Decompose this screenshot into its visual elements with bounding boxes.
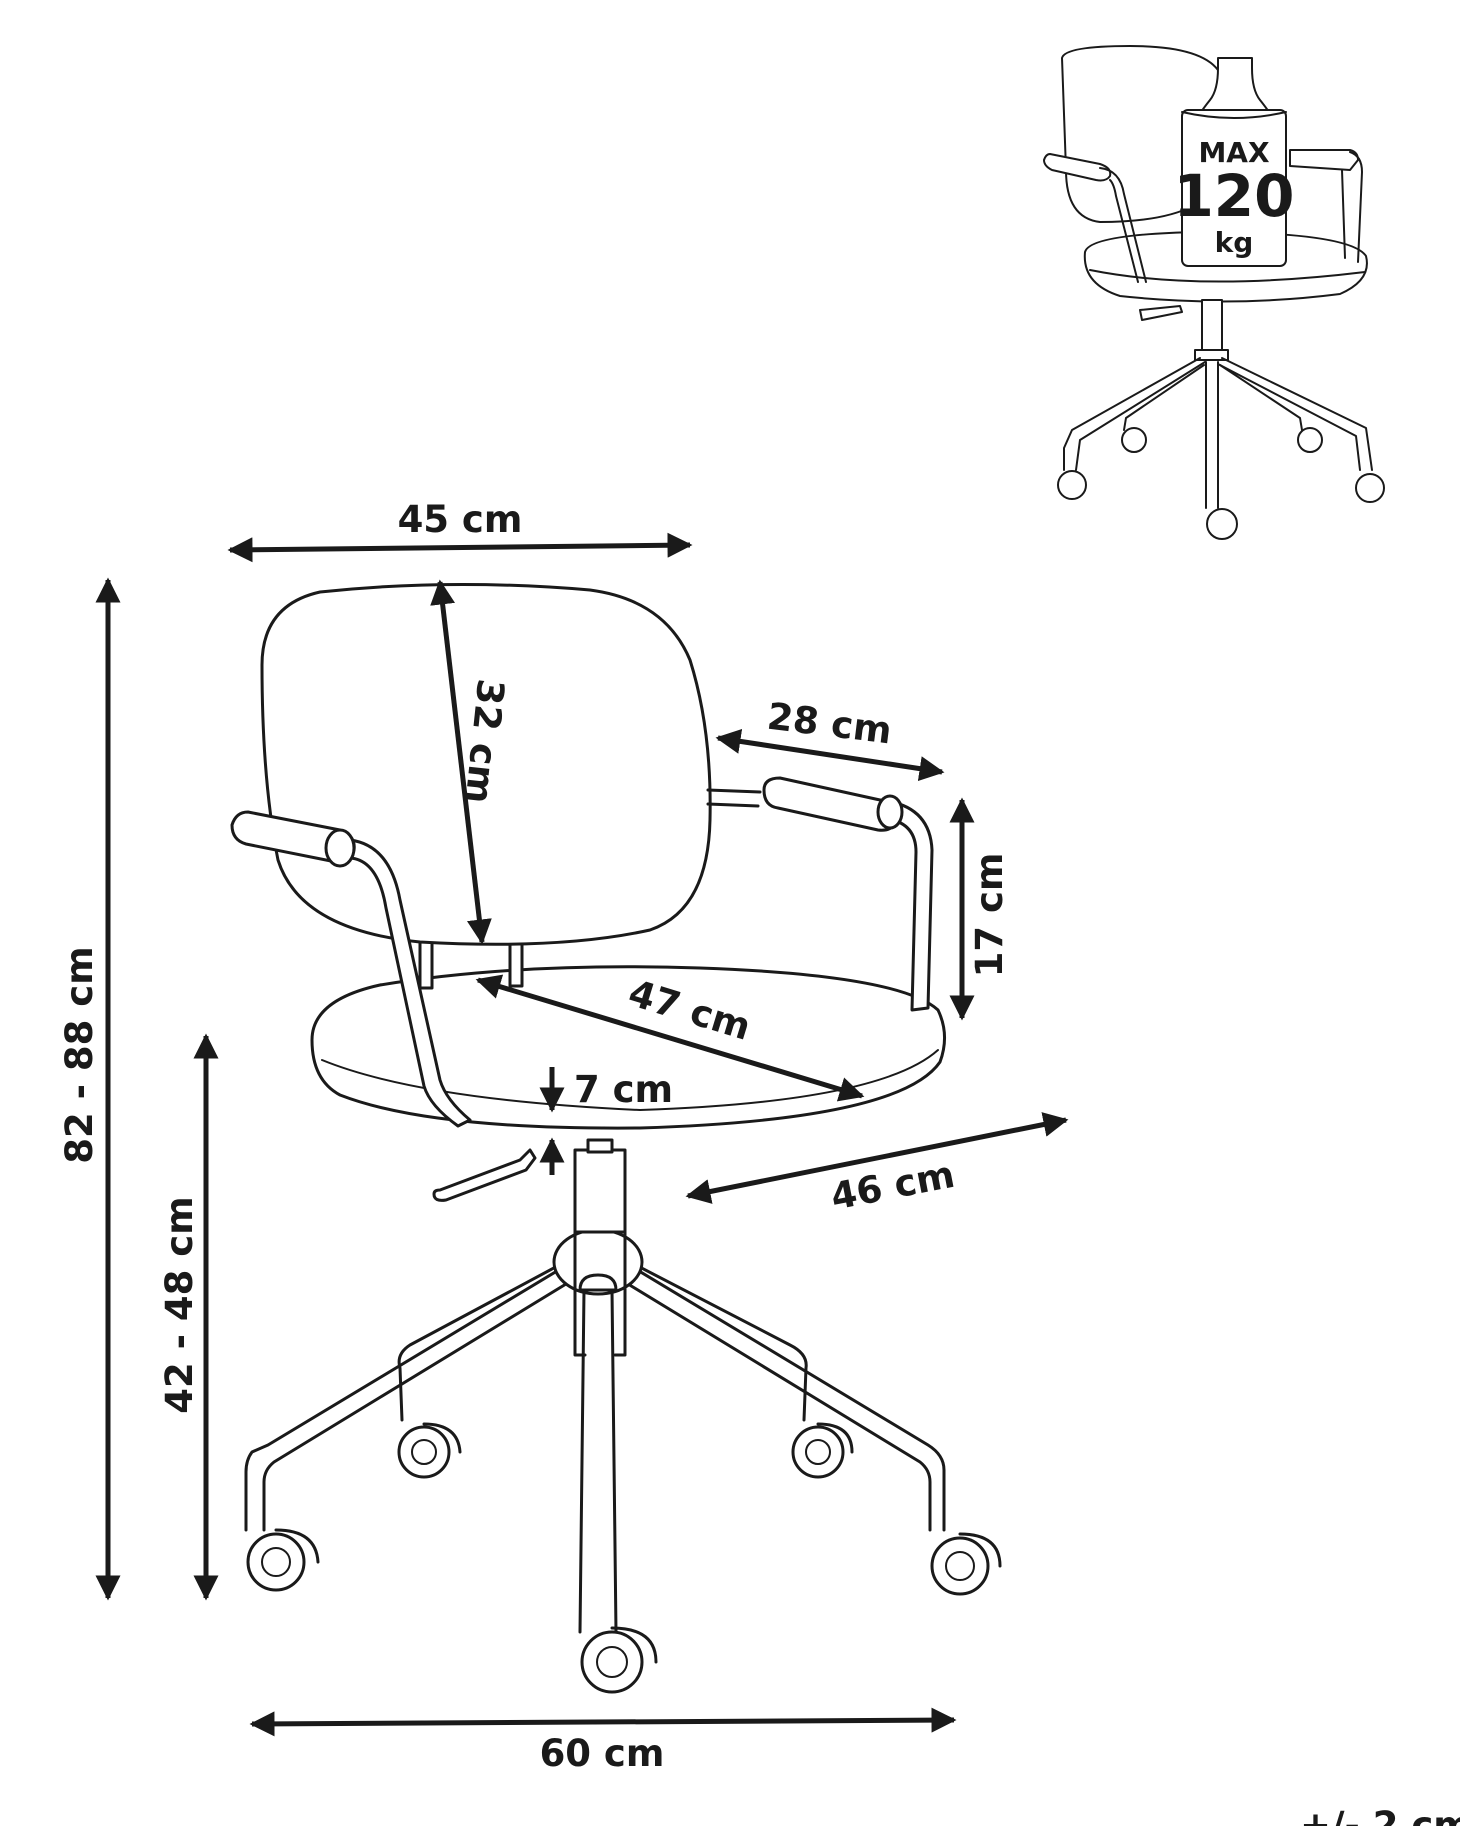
- left-armrest: [230, 810, 472, 1128]
- max-load-value: 120: [1173, 162, 1294, 230]
- dimension-labels: 45 cm 32 cm 28 cm 17 cm 47 cm 7 cm 46 cm…: [58, 498, 1460, 1826]
- label-width-top: 45 cm: [398, 498, 523, 541]
- chair-base: [244, 1138, 946, 1634]
- caster-front-center: [580, 1626, 658, 1694]
- weight-icon: MAX 120 kg: [1173, 57, 1295, 267]
- caster-front-right: [930, 1532, 1002, 1596]
- label-seat-thickness: 7 cm: [574, 1068, 673, 1111]
- max-load-inset: MAX 120 kg: [1043, 45, 1385, 540]
- caster-back-right: [791, 1422, 854, 1479]
- caster-front-left: [246, 1528, 320, 1592]
- dimension-lines: [95, 532, 1069, 1737]
- inset-chair: [1043, 45, 1385, 540]
- caster-back-left: [397, 1422, 462, 1479]
- chair-casters: [246, 1422, 1002, 1694]
- label-total-height: 82 - 88 cm: [58, 946, 101, 1163]
- label-armrest-length: 28 cm: [765, 695, 894, 753]
- label-armrest-height: 17 cm: [968, 853, 1011, 978]
- max-load-label: MAX: [1198, 136, 1270, 169]
- gas-lever: [432, 1148, 537, 1202]
- max-load-unit: kg: [1215, 226, 1254, 259]
- label-tolerance: +/- 2 cm: [1300, 1804, 1460, 1826]
- label-seat-height: 42 - 48 cm: [158, 1196, 201, 1413]
- label-base-width: 60 cm: [540, 1732, 665, 1775]
